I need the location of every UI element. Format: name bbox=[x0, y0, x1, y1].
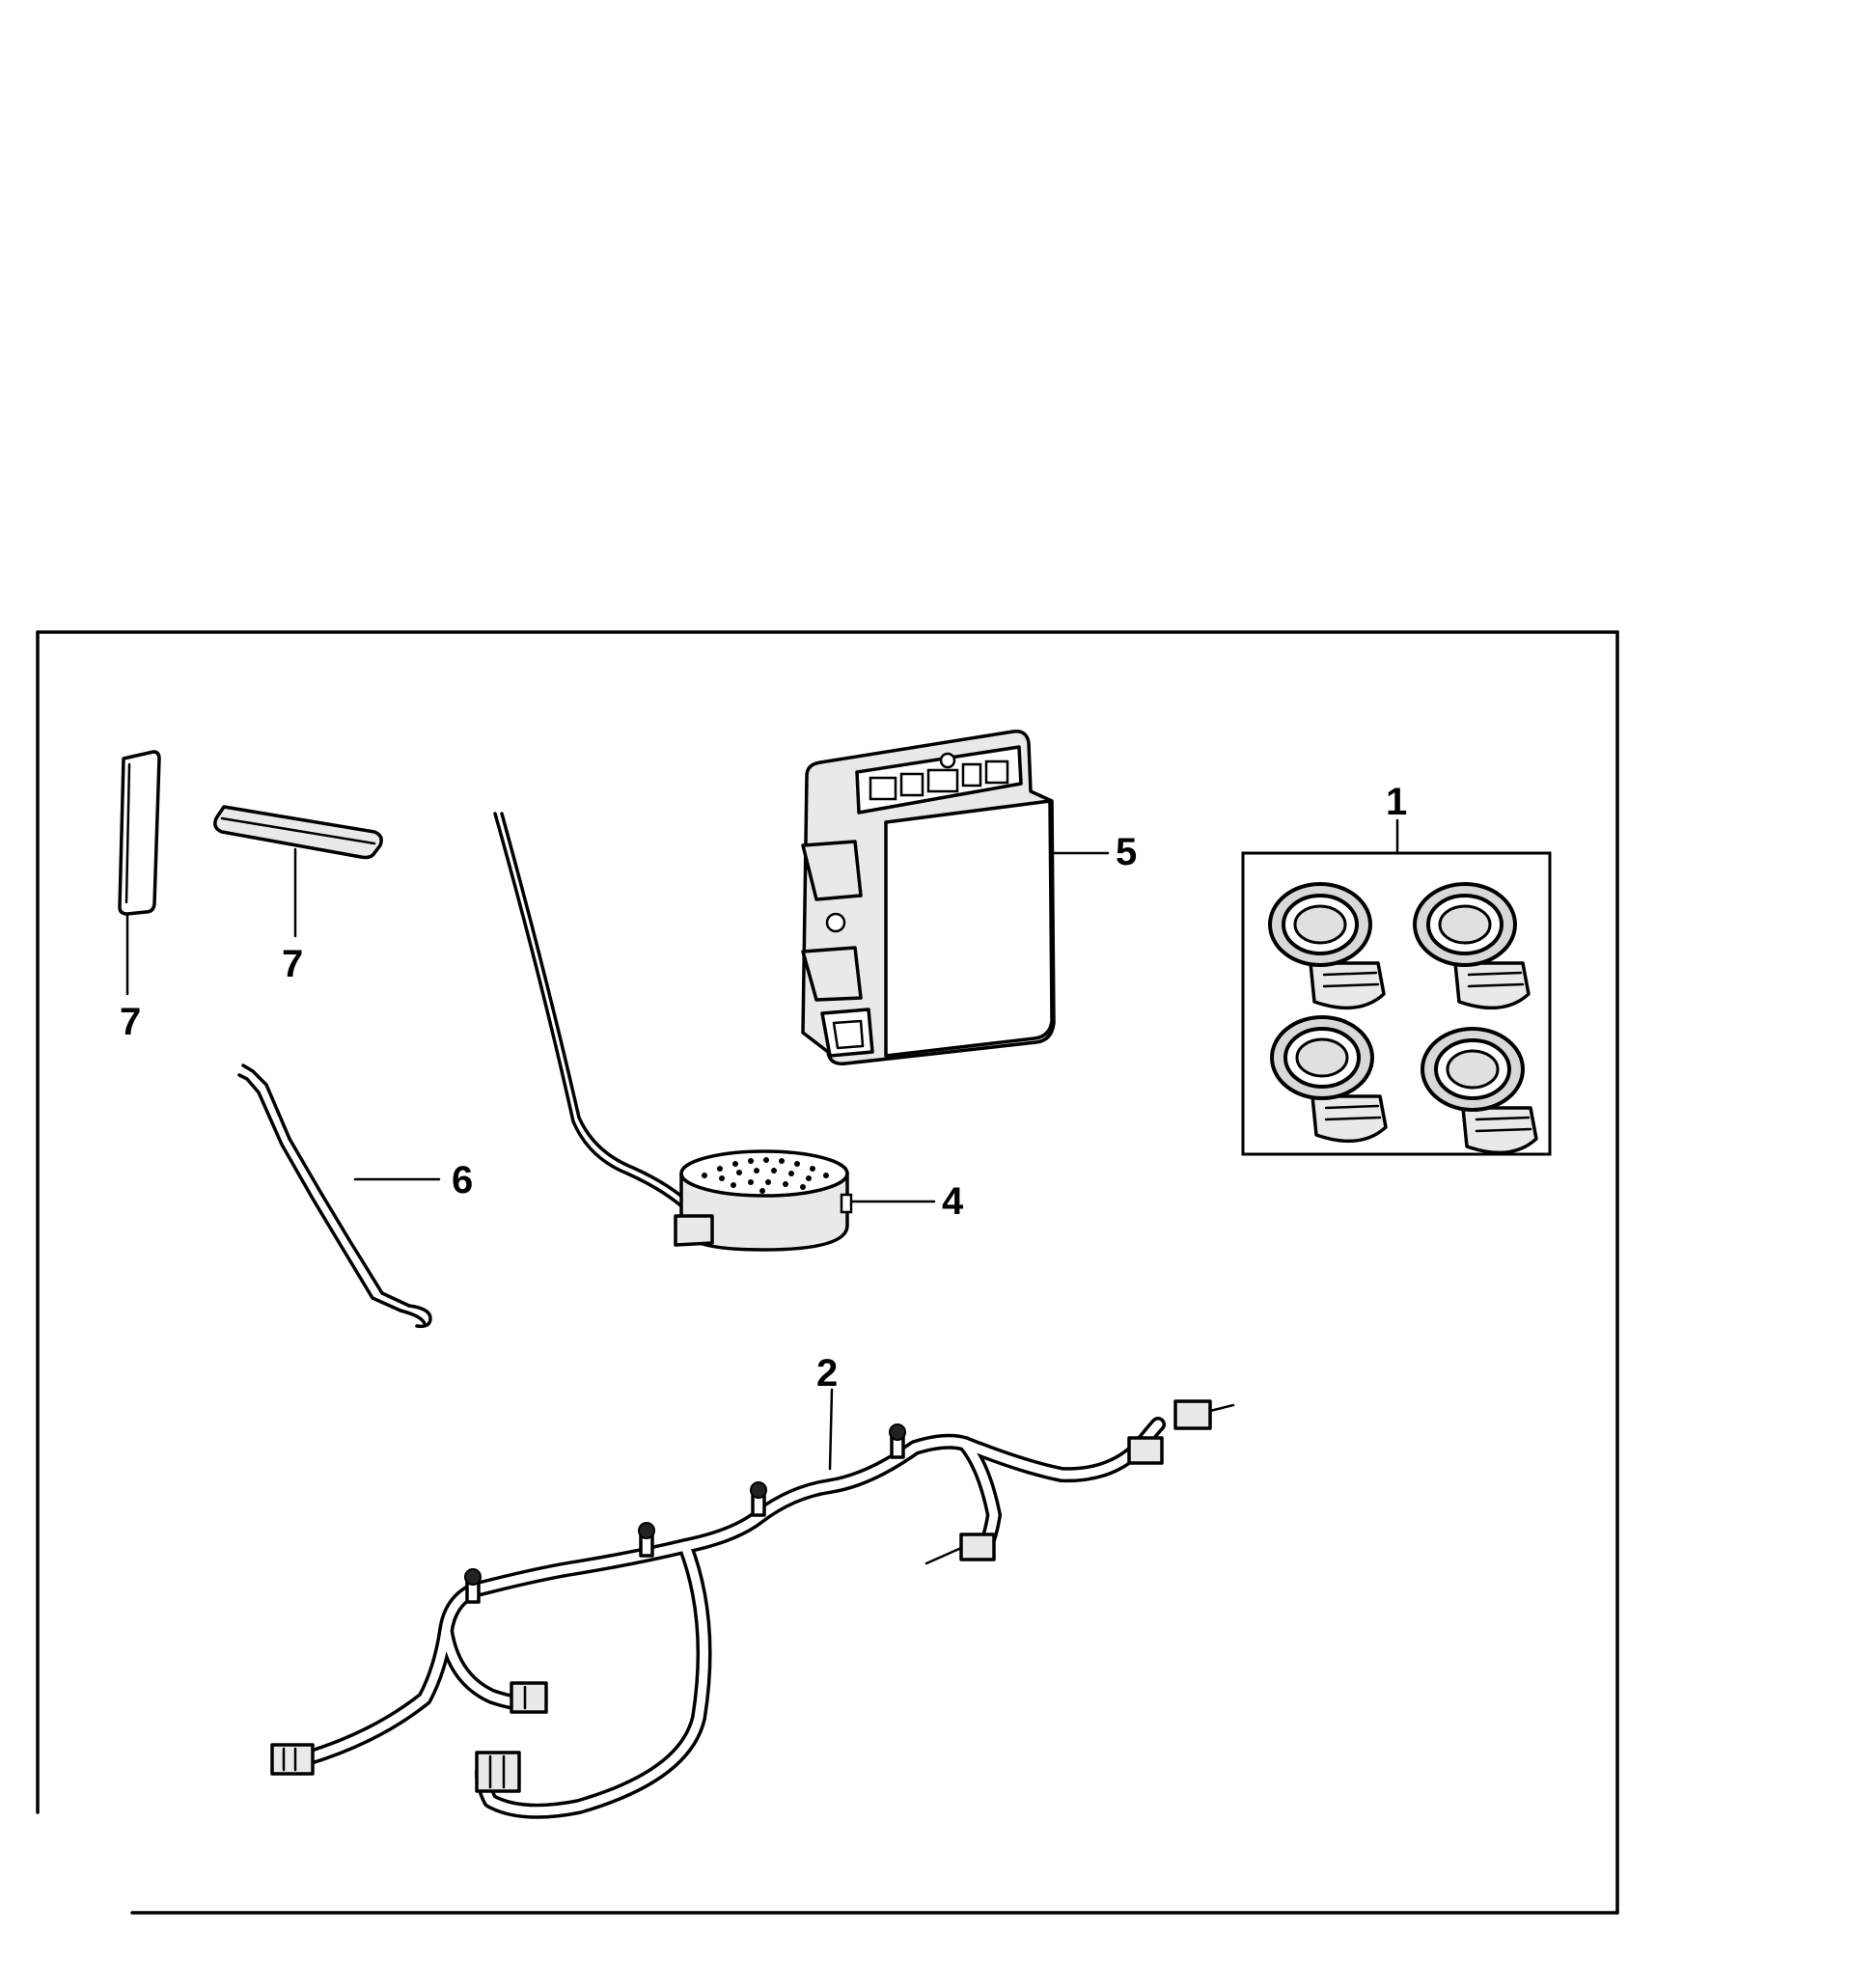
callout-4: 4 bbox=[942, 1180, 964, 1223]
harness-clip-icon bbox=[464, 1568, 482, 1604]
sensor-icon bbox=[1268, 882, 1386, 1010]
connector-icon bbox=[1173, 1399, 1235, 1430]
connector-icon bbox=[475, 1751, 521, 1793]
callout-7-vertical-pad: 7 bbox=[120, 1001, 141, 1043]
callout-2: 2 bbox=[816, 1352, 838, 1395]
buzzer-speaker-icon bbox=[493, 812, 936, 1252]
callout-6: 6 bbox=[452, 1159, 473, 1201]
callout-5: 5 bbox=[1116, 831, 1137, 873]
control-module-icon bbox=[801, 730, 1110, 1065]
connector-icon bbox=[924, 1533, 996, 1565]
adhesive-pad-vertical-icon bbox=[118, 750, 161, 996]
harness-clip-icon bbox=[889, 1423, 906, 1459]
connector-icon bbox=[270, 1743, 315, 1776]
harness-clip-icon bbox=[638, 1522, 655, 1558]
sensor-icon bbox=[1421, 1027, 1538, 1155]
parking-sensor-set-icon bbox=[1241, 818, 1552, 1156]
wiring-harness-icon bbox=[270, 1388, 1235, 1819]
harness-clip-icon bbox=[750, 1481, 767, 1517]
connector-icon bbox=[1127, 1436, 1164, 1465]
sensor-icon bbox=[1413, 882, 1531, 1010]
connector-icon bbox=[510, 1681, 548, 1714]
bracket-rod-icon bbox=[237, 1063, 441, 1329]
sensor-icon bbox=[1270, 1015, 1388, 1144]
callout-7-horizontal-pad: 7 bbox=[282, 943, 303, 985]
adhesive-pad-horizontal-icon bbox=[213, 805, 383, 938]
callout-1: 1 bbox=[1386, 781, 1407, 823]
diagram-frame bbox=[36, 630, 1619, 1915]
